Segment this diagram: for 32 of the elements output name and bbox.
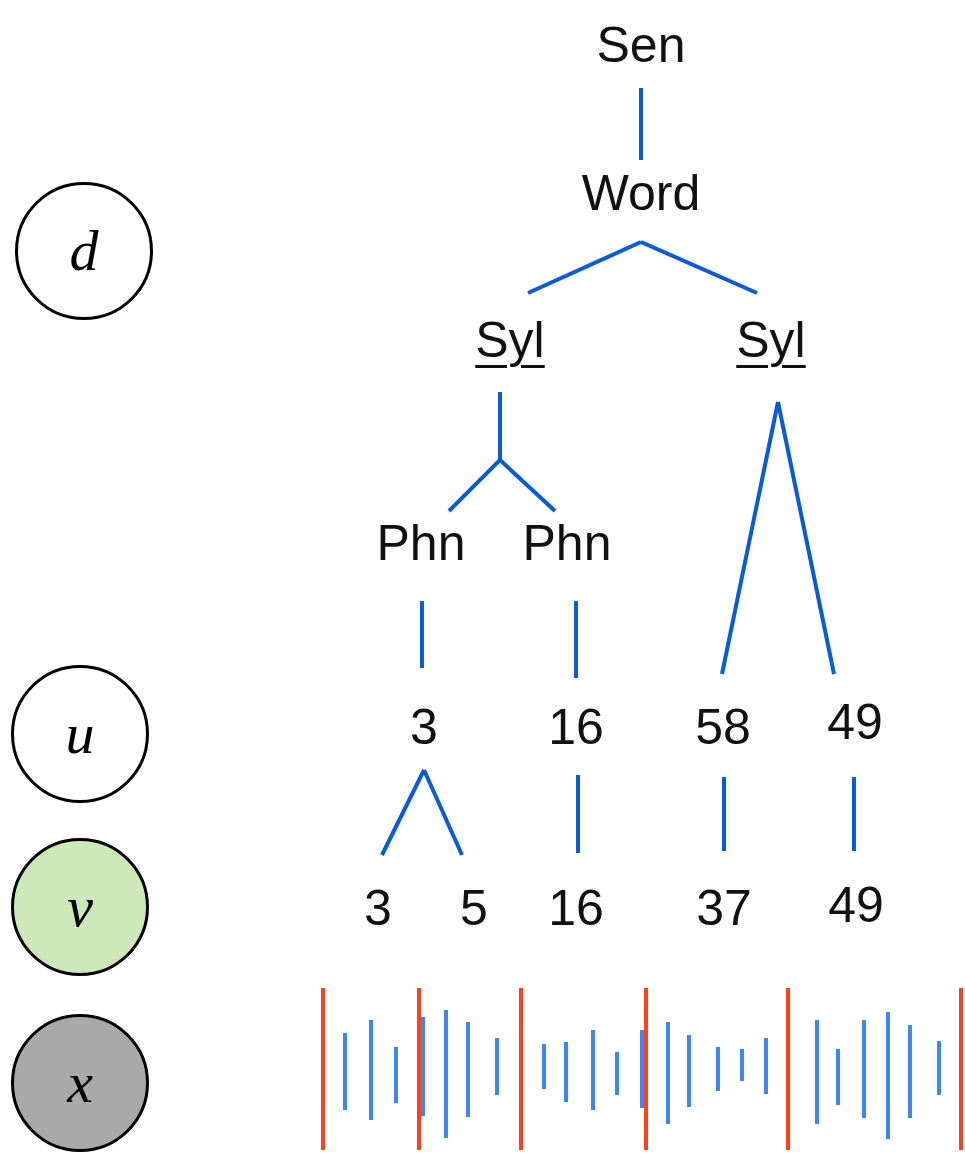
- tree-branch-line: [380, 769, 426, 856]
- tree-branch-line: [527, 240, 642, 295]
- tree-branch-line: [574, 601, 578, 678]
- tree-label: 58: [695, 699, 751, 755]
- tree-label: 3: [410, 699, 438, 755]
- variable-label: d: [69, 221, 99, 281]
- tree-branch-line: [639, 88, 643, 160]
- tree-branch-line: [722, 777, 726, 851]
- tree-label: 49: [827, 694, 883, 750]
- tree-label: 16: [548, 880, 604, 936]
- tree-label: 16: [548, 699, 604, 755]
- tree-label: Syl: [736, 312, 806, 368]
- tree-branch-line: [776, 401, 836, 675]
- variable-label: x: [67, 1053, 93, 1113]
- tree-label: Sen: [596, 17, 686, 73]
- tree-label: 3: [364, 880, 392, 936]
- tree-label: 5: [460, 880, 488, 936]
- variable-label: u: [65, 704, 95, 764]
- tree-label: Phn: [376, 515, 466, 571]
- tree-branch-line: [720, 401, 780, 675]
- tree-label: Word: [581, 165, 701, 221]
- variable-label: v: [67, 877, 93, 937]
- tree-label: 37: [696, 880, 752, 936]
- tree-label: Syl: [475, 312, 545, 368]
- tree-branch-line: [420, 601, 424, 668]
- tree-label: 49: [828, 877, 884, 933]
- tree-branch-line: [576, 775, 580, 853]
- tree-label: Phn: [522, 515, 612, 571]
- tree-branch-line: [422, 769, 464, 856]
- tree-branch-line: [852, 777, 856, 851]
- tree-branch-line: [498, 392, 557, 513]
- tree-branch-line: [640, 240, 758, 295]
